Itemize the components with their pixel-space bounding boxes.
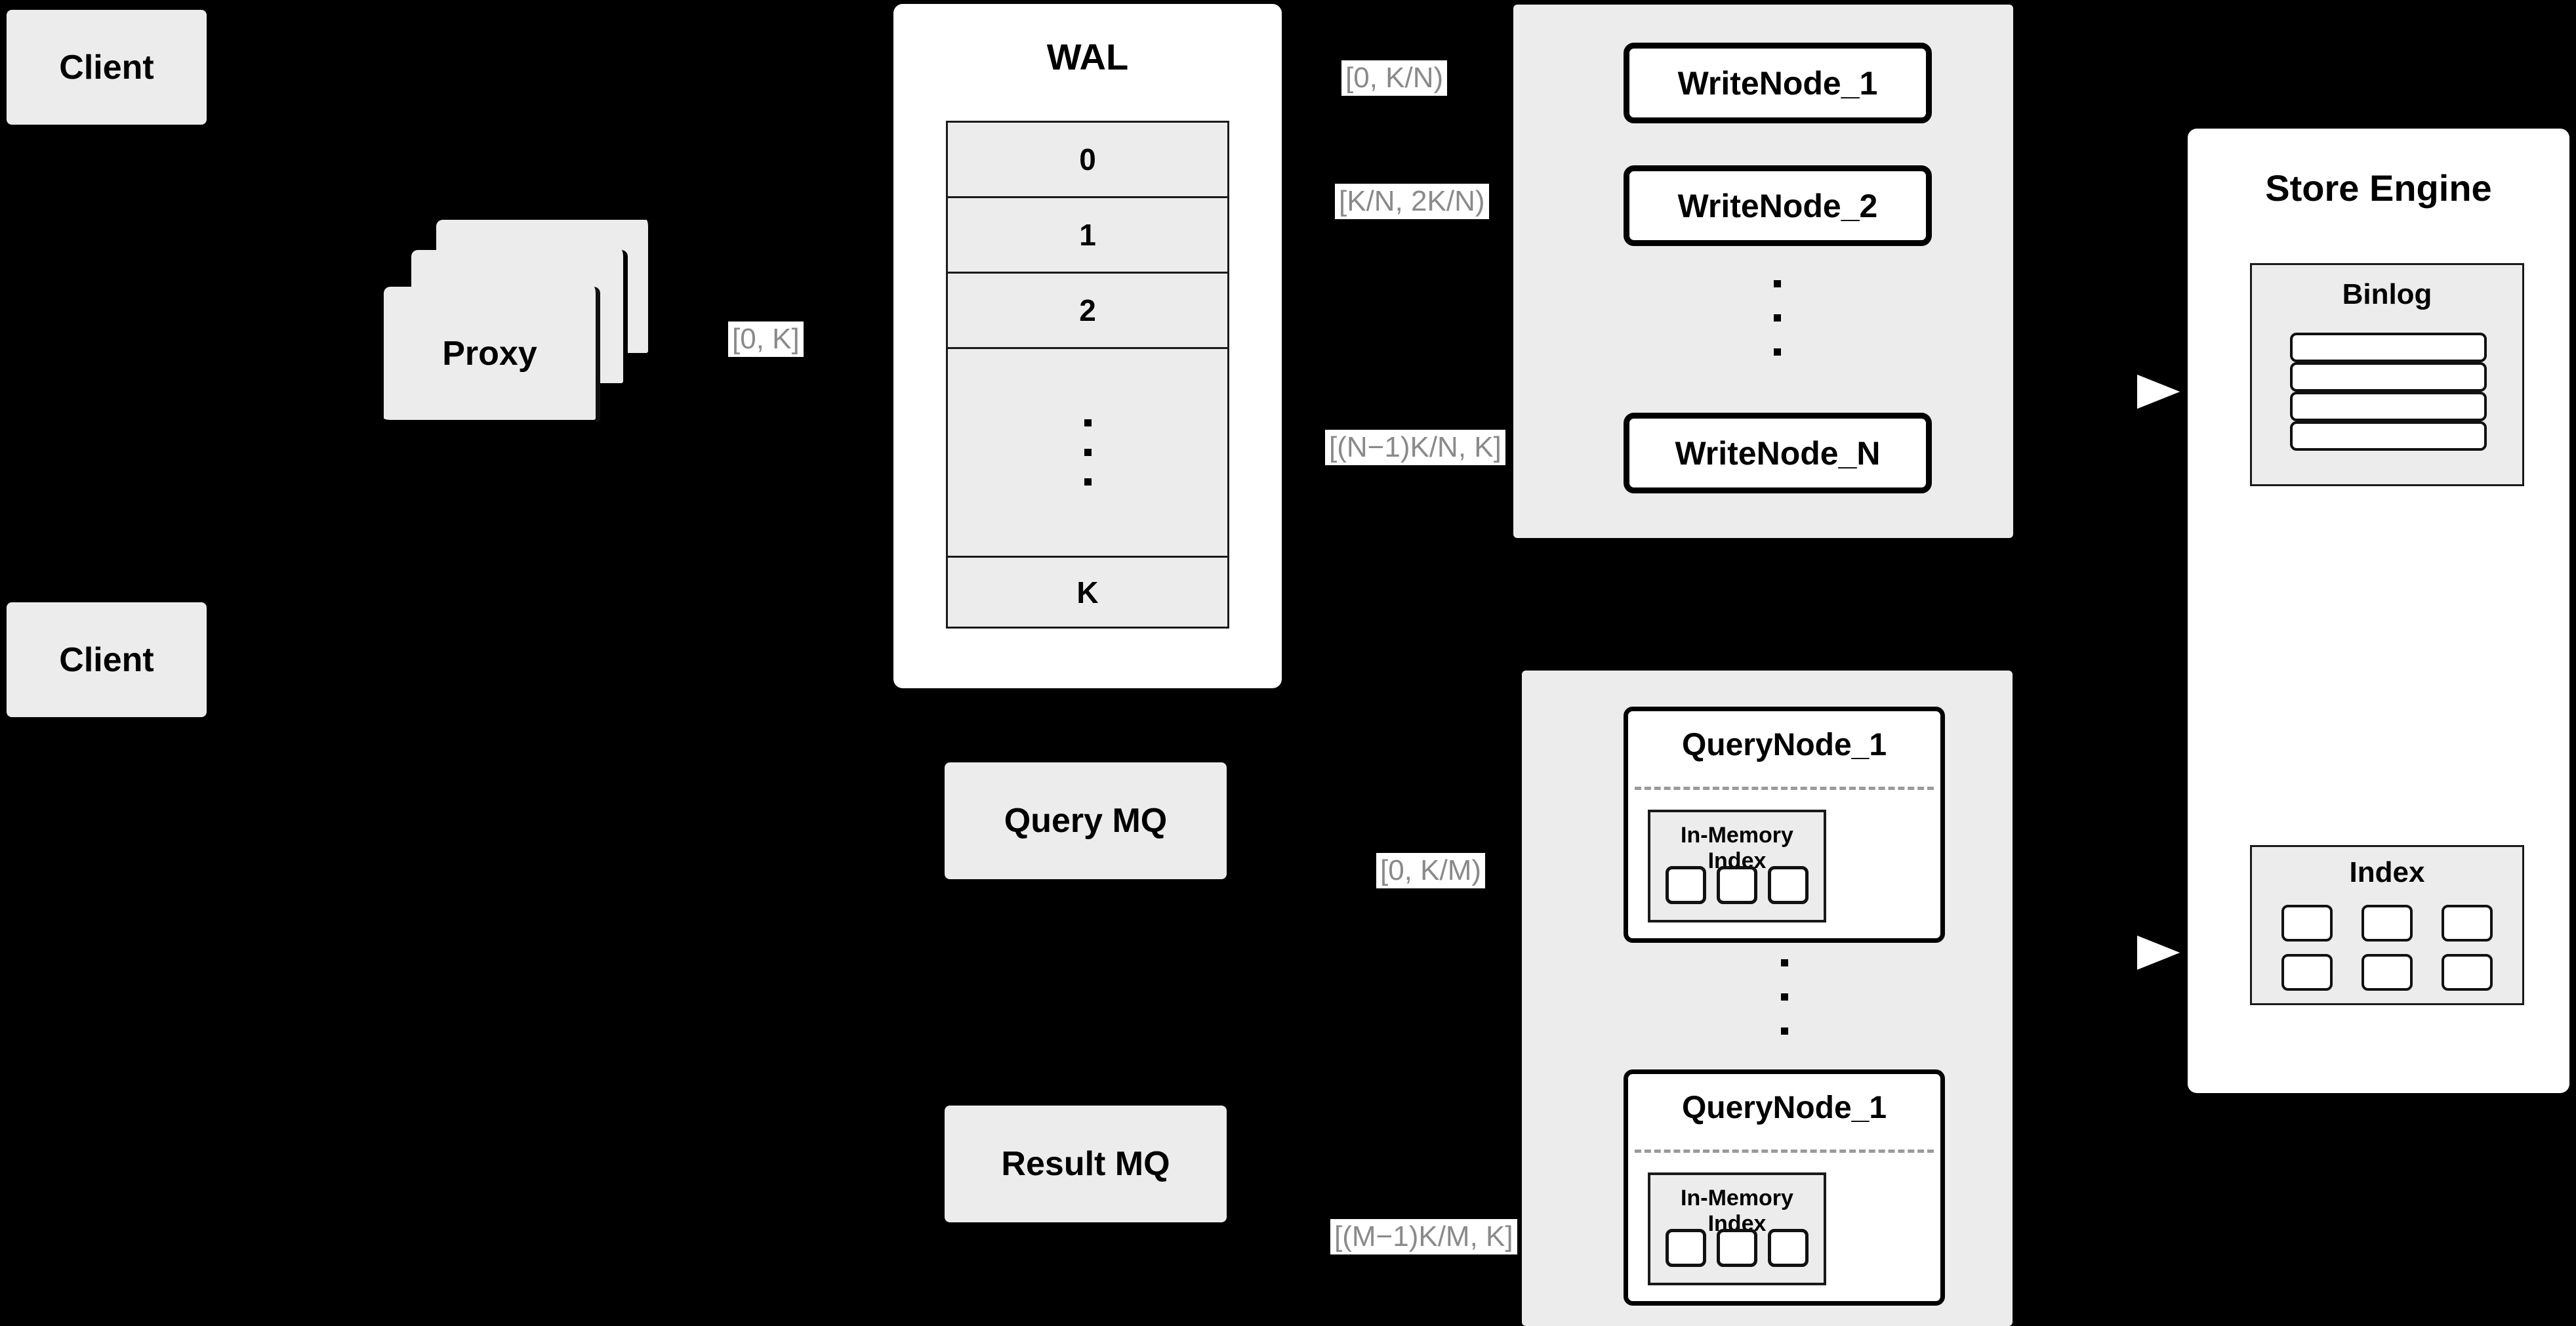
wal-row-0[interactable]: 0 [948,123,1227,198]
query-node-group: QueryNode_1 In-Memory Index QueryNode_1 [1522,671,2013,1326]
binlog-panel: Binlog [2250,263,2524,486]
index-cell[interactable] [1717,866,1757,904]
wal-row-k[interactable]: K [1076,575,1099,610]
binlog-bar[interactable] [2290,362,2487,392]
query-node-1[interactable]: QueryNode_1 In-Memory Index [1624,707,1945,943]
binlog-title: Binlog [2342,278,2432,310]
binlog-bar[interactable] [2290,333,2487,362]
index-cell[interactable] [1717,1229,1757,1267]
index-cell[interactable] [2361,954,2413,991]
write-range-label-1: [0, K/N) [1341,60,1448,96]
ellipsis-dot [1780,993,1788,1001]
binlog-bar[interactable] [2290,421,2487,451]
index-cell[interactable] [1666,866,1706,904]
result-mq-node[interactable]: Result MQ [945,1106,1227,1222]
ellipsis-dot [1773,348,1781,356]
index-panel: Index [2250,845,2524,1005]
ellipsis-dot [1780,1027,1788,1035]
wal-title: WAL [1046,36,1129,77]
index-title: Index [2349,856,2425,888]
ellipsis-dot [1773,280,1781,287]
client-node-2-label: Client [59,640,154,679]
index-cell[interactable] [2442,954,2493,991]
proxy-range-label: [0, K] [728,321,804,358]
index-cell[interactable] [2281,905,2333,942]
index-cell[interactable] [1666,1229,1706,1267]
ellipsis-dot [1084,478,1092,486]
ellipsis-dot [1084,419,1092,426]
index-cell[interactable] [1768,1229,1809,1267]
write-node-2[interactable]: WriteNode_2 [1624,165,1932,246]
store-engine-title: Store Engine [2265,167,2492,209]
in-memory-index-cells-2 [1657,1229,1817,1267]
proxy-label: Proxy [442,334,537,373]
query-node-2[interactable]: QueryNode_1 In-Memory Index [1624,1069,1945,1306]
write-node-ellipsis [1757,280,1797,356]
ellipsis-dot [1780,959,1788,966]
client-node-1[interactable]: Client [7,10,207,125]
index-cell[interactable] [1768,866,1809,904]
query-node-ellipsis [1765,959,1804,1035]
wal-row-2[interactable]: 2 [948,274,1227,349]
store-engine-panel: Store Engine Binlog Index [2188,129,2569,1093]
query-node-2-label: QueryNode_1 [1681,1090,1887,1125]
wal-panel: WAL 0 1 2 K [893,4,1282,688]
write-node-group: WriteNode_1 WriteNode_2 WriteNode_N [1513,5,2013,538]
index-cell[interactable] [2361,905,2413,942]
write-node-1[interactable]: WriteNode_1 [1624,43,1932,123]
query-range-label-1: [0, K/M) [1376,853,1486,889]
client-node-2[interactable]: Client [7,602,207,717]
in-memory-index-box-2: In-Memory Index [1648,1172,1826,1285]
ellipsis-dot [1084,449,1092,456]
query-mq-label: Query MQ [1004,802,1168,840]
in-memory-index-cells-1 [1657,866,1817,904]
write-node-1-label: WriteNode_1 [1677,64,1878,102]
binlog-bar[interactable] [2290,392,2487,421]
wal-table: 0 1 2 K [946,121,1229,629]
client-node-1-label: Client [59,48,154,87]
ellipsis-dot [1773,314,1781,321]
write-node-2-label: WriteNode_2 [1677,187,1878,224]
wal-row-1[interactable]: 1 [948,198,1227,274]
wal-row-ellipsis [948,349,1227,558]
write-node-n[interactable]: WriteNode_N [1624,413,1932,493]
query-node-1-separator [1635,787,1934,790]
query-node-2-separator [1635,1150,1934,1153]
index-cell[interactable] [2442,905,2493,942]
index-cell[interactable] [2281,954,2333,991]
in-memory-index-box-1: In-Memory Index [1648,810,1826,922]
query-mq-node[interactable]: Query MQ [945,762,1227,879]
write-range-label-n: [(N−1)K/N, K] [1325,430,1505,466]
query-range-label-m: [(M−1)K/M, K] [1330,1219,1517,1255]
result-mq-label: Result MQ [1001,1145,1170,1183]
query-node-1-label: QueryNode_1 [1681,728,1887,762]
proxy-node[interactable]: Proxy [384,287,600,425]
write-node-n-label: WriteNode_N [1675,434,1881,472]
write-range-label-2: [K/N, 2K/N) [1335,184,1489,220]
